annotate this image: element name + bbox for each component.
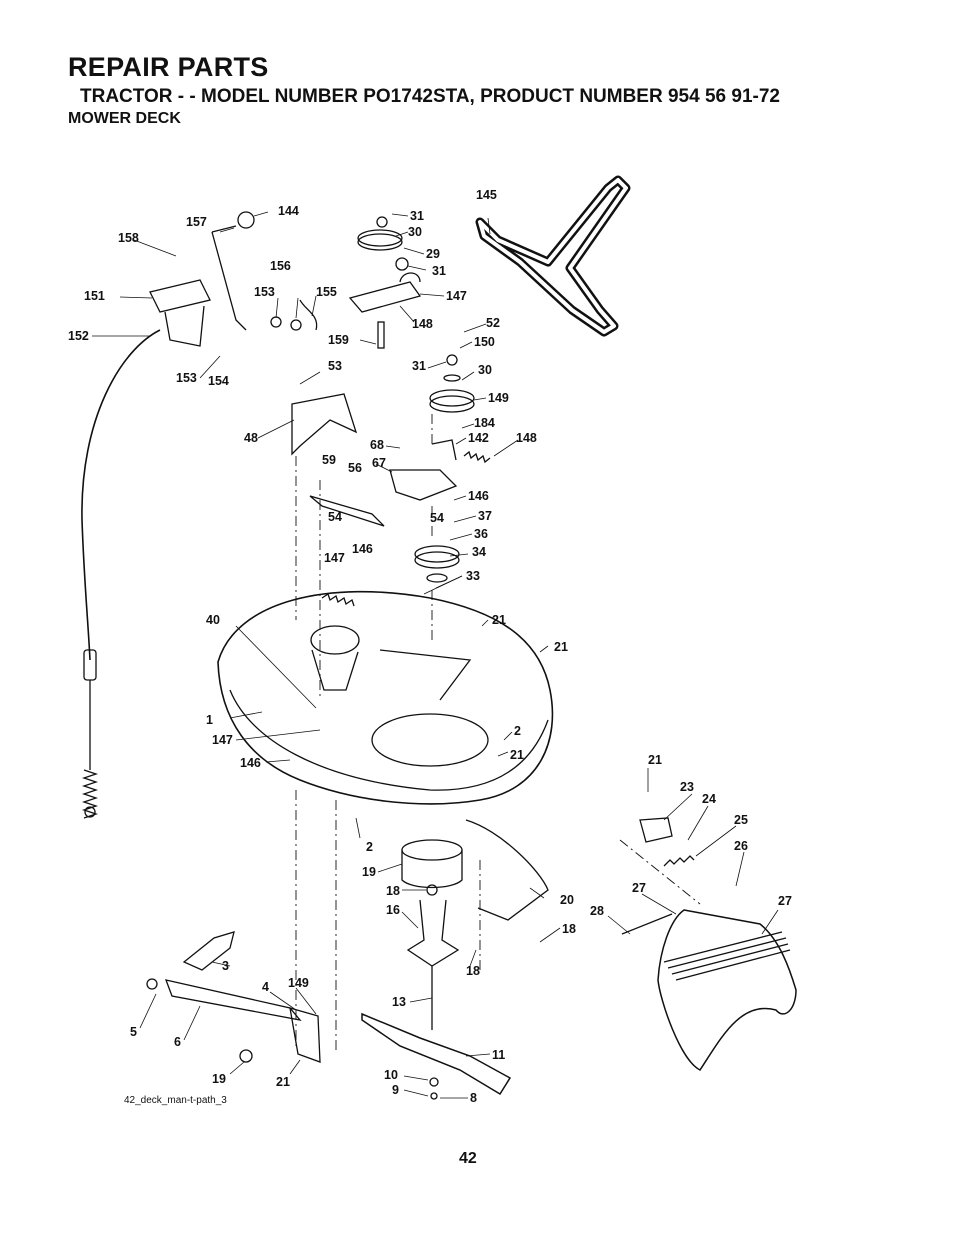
callout-24: 24 [702, 792, 716, 806]
callout-2-b: 2 [366, 840, 373, 854]
blade-drawing [361, 1012, 512, 1096]
callout-156: 156 [270, 259, 291, 273]
page-subtitle: TRACTOR - - MODEL NUMBER PO1742STA, PROD… [80, 86, 780, 107]
callout-56: 68 [370, 438, 384, 452]
callout-20: 20 [560, 893, 574, 907]
callout-10: 10 [384, 1068, 398, 1082]
callout-37-a: 30 [408, 225, 422, 239]
spring-drawing [81, 769, 99, 819]
callout-142-a: 146 [352, 542, 373, 556]
callout-153-b: 153 [176, 371, 197, 385]
callout-18-a-text: 18 [562, 922, 576, 936]
callout-6: 6 [174, 1035, 181, 1049]
callout-9: 9 [392, 1083, 399, 1097]
callout-29: 28 [590, 904, 604, 918]
callout-14: 16 [386, 903, 400, 917]
callout-15: 18 [386, 884, 400, 898]
callout-34: 40 [206, 613, 220, 627]
callout-13: 13 [392, 995, 406, 1009]
callout-45: 52 [486, 316, 500, 330]
callout-152: 152 [68, 329, 89, 343]
callout-23: 23 [680, 780, 694, 794]
callout-159: 159 [328, 333, 349, 347]
callout-150: 150 [474, 335, 495, 349]
callout-11: 11 [492, 1048, 505, 1062]
callout-46: 53 [328, 359, 342, 373]
callout-146-text: 146 [468, 489, 489, 503]
callout-151: 151 [84, 289, 105, 303]
callout-27: 27 [778, 894, 792, 908]
callout-147-b: 147 [212, 733, 233, 747]
callout-157: 157 [186, 215, 207, 229]
callout-68: 145 [476, 188, 497, 202]
callout-184: 184 [474, 416, 495, 430]
figure-file-name: 42_deck_man-t-path_3 [124, 1095, 227, 1106]
callout-5: 5 [130, 1025, 137, 1039]
callout-28: 27 [632, 881, 646, 895]
callout-40-c: 31 [412, 359, 426, 373]
discharge-chute-drawing [657, 909, 797, 1071]
callout-37-b: 30 [478, 363, 492, 377]
callout-21-b: 21 [554, 640, 568, 654]
callout-48: 54 [328, 510, 342, 524]
callout-153-a: 153 [254, 285, 275, 299]
callout-36: 29 [426, 247, 440, 261]
callout-40-b: 31 [432, 264, 446, 278]
callout-52: 56 [348, 461, 362, 475]
callout-31: 34 [472, 545, 486, 559]
callout-21-a: 21 [492, 613, 506, 627]
callout-2-a: 2 [514, 724, 521, 738]
callout-158: 158 [118, 231, 139, 245]
callout-19-text: 19 [212, 1072, 226, 1086]
section-heading: MOWER DECK [68, 110, 181, 127]
callout-149: 149 [288, 976, 309, 990]
callout-26: 26 [734, 839, 748, 853]
lift-cable-drawing [81, 329, 161, 661]
callout-21-e: 21 [276, 1075, 290, 1089]
callout-148-text: 148 [516, 431, 537, 445]
callout-21-d: 21 [648, 753, 662, 767]
callout-44: 48 [244, 431, 258, 445]
callout-1: 1 [206, 713, 213, 727]
callout-8: 8 [470, 1091, 477, 1105]
callout-154: 154 [208, 374, 229, 388]
callout-54-text: 54 [430, 511, 444, 525]
callout-59: 142 [468, 431, 489, 445]
callout-16: 19 [362, 865, 376, 879]
mower-deck-drawing [217, 590, 554, 805]
callout-33: 37 [478, 509, 492, 523]
callout-32: 36 [474, 527, 488, 541]
callout-labels: 145 144 157 158 31 30 29 31 156 151 153 … [68, 188, 792, 1105]
callout-55: 67 [372, 456, 386, 470]
callout-67: 144 [278, 204, 299, 218]
page-title: REPAIR PARTS [68, 52, 269, 82]
callout-21-c: 21 [510, 748, 524, 762]
callout-145: 149 [488, 391, 509, 405]
callout-18-b: 18 [466, 964, 480, 978]
callout-147-a: 147 [324, 551, 345, 565]
callout-144: 148 [412, 317, 433, 331]
callout-4: 4 [262, 980, 269, 994]
callout-25: 25 [734, 813, 748, 827]
callout-155: 155 [316, 285, 337, 299]
callout-53: 59 [322, 453, 336, 467]
callout-142-b: 146 [240, 756, 261, 770]
page-number: 42 [459, 1150, 477, 1167]
callout-143: 147 [446, 289, 467, 303]
callout-30: 33 [466, 569, 480, 583]
callout-40-a: 31 [410, 209, 424, 223]
callout-3: 3 [222, 959, 229, 973]
